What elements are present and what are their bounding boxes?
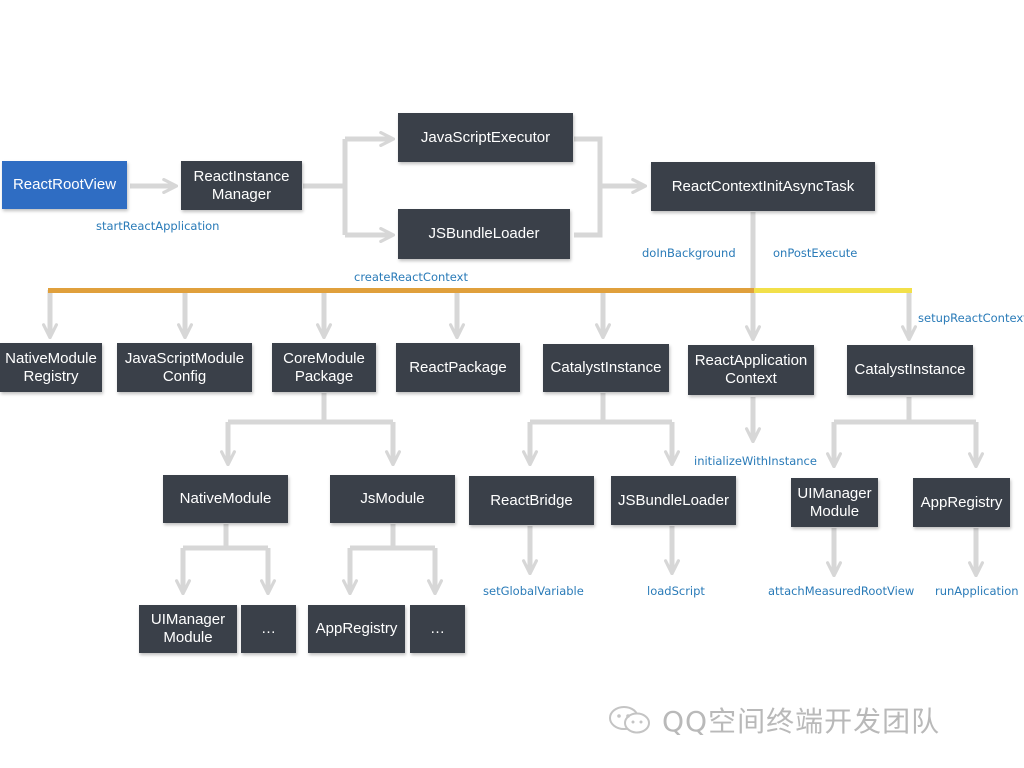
node-app-registry-left: AppRegistry [308,605,405,653]
node-react-root-view: ReactRootView [2,161,127,209]
node-ellipsis-left: … [241,605,296,653]
node-ellipsis-right: … [410,605,465,653]
node-native-module-registry: NativeModule Registry [0,343,102,392]
node-js-module: JsModule [330,475,455,523]
wechat-icon [609,706,650,734]
label-attach-measured-root-view: attachMeasuredRootView [768,584,915,598]
node-catalyst-instance-left: CatalystInstance [543,344,669,392]
node-core-module-package: CoreModule Package [272,343,376,392]
node-ui-manager-module-right: UIManager Module [791,478,878,527]
watermark-text: QQ空间终端开发团队 [662,705,941,738]
node-ui-manager-module-left: UIManager Module [139,605,237,653]
node-react-bridge: ReactBridge [469,476,594,525]
node-javascript-executor: JavaScriptExecutor [398,113,573,162]
node-js-bundle-loader-bottom: JSBundleLoader [611,476,736,525]
node-app-registry-right: AppRegistry [913,478,1010,527]
label-run-application: runApplication [935,584,1019,598]
node-react-package: ReactPackage [396,343,520,392]
label-on-post-execute: onPostExecute [773,246,858,260]
label-do-in-background: doInBackground [642,246,736,260]
node-js-bundle-loader-top: JSBundleLoader [398,209,570,259]
create-context-bar [48,288,754,293]
node-react-context-init-async-task: ReactContextInitAsyncTask [651,162,875,211]
label-start-react-application: startReactApplication [96,219,220,233]
label-create-react-context: createReactContext [354,270,468,284]
node-react-application-context: ReactApplication Context [688,345,814,395]
node-native-module: NativeModule [163,475,288,523]
label-set-global-variable: setGlobalVariable [483,584,584,598]
node-javascript-module-config: JavaScriptModule Config [117,343,252,392]
watermark: QQ空间终端开发团队 [608,700,940,740]
label-load-script: loadScript [647,584,705,598]
label-initialize-with-instance: initializeWithInstance [694,454,817,468]
node-catalyst-instance-right: CatalystInstance [847,345,973,395]
label-setup-react-context: setupReactContext [918,311,1024,325]
setup-context-bar [754,288,912,293]
node-react-instance-manager: ReactInstance Manager [181,161,302,210]
